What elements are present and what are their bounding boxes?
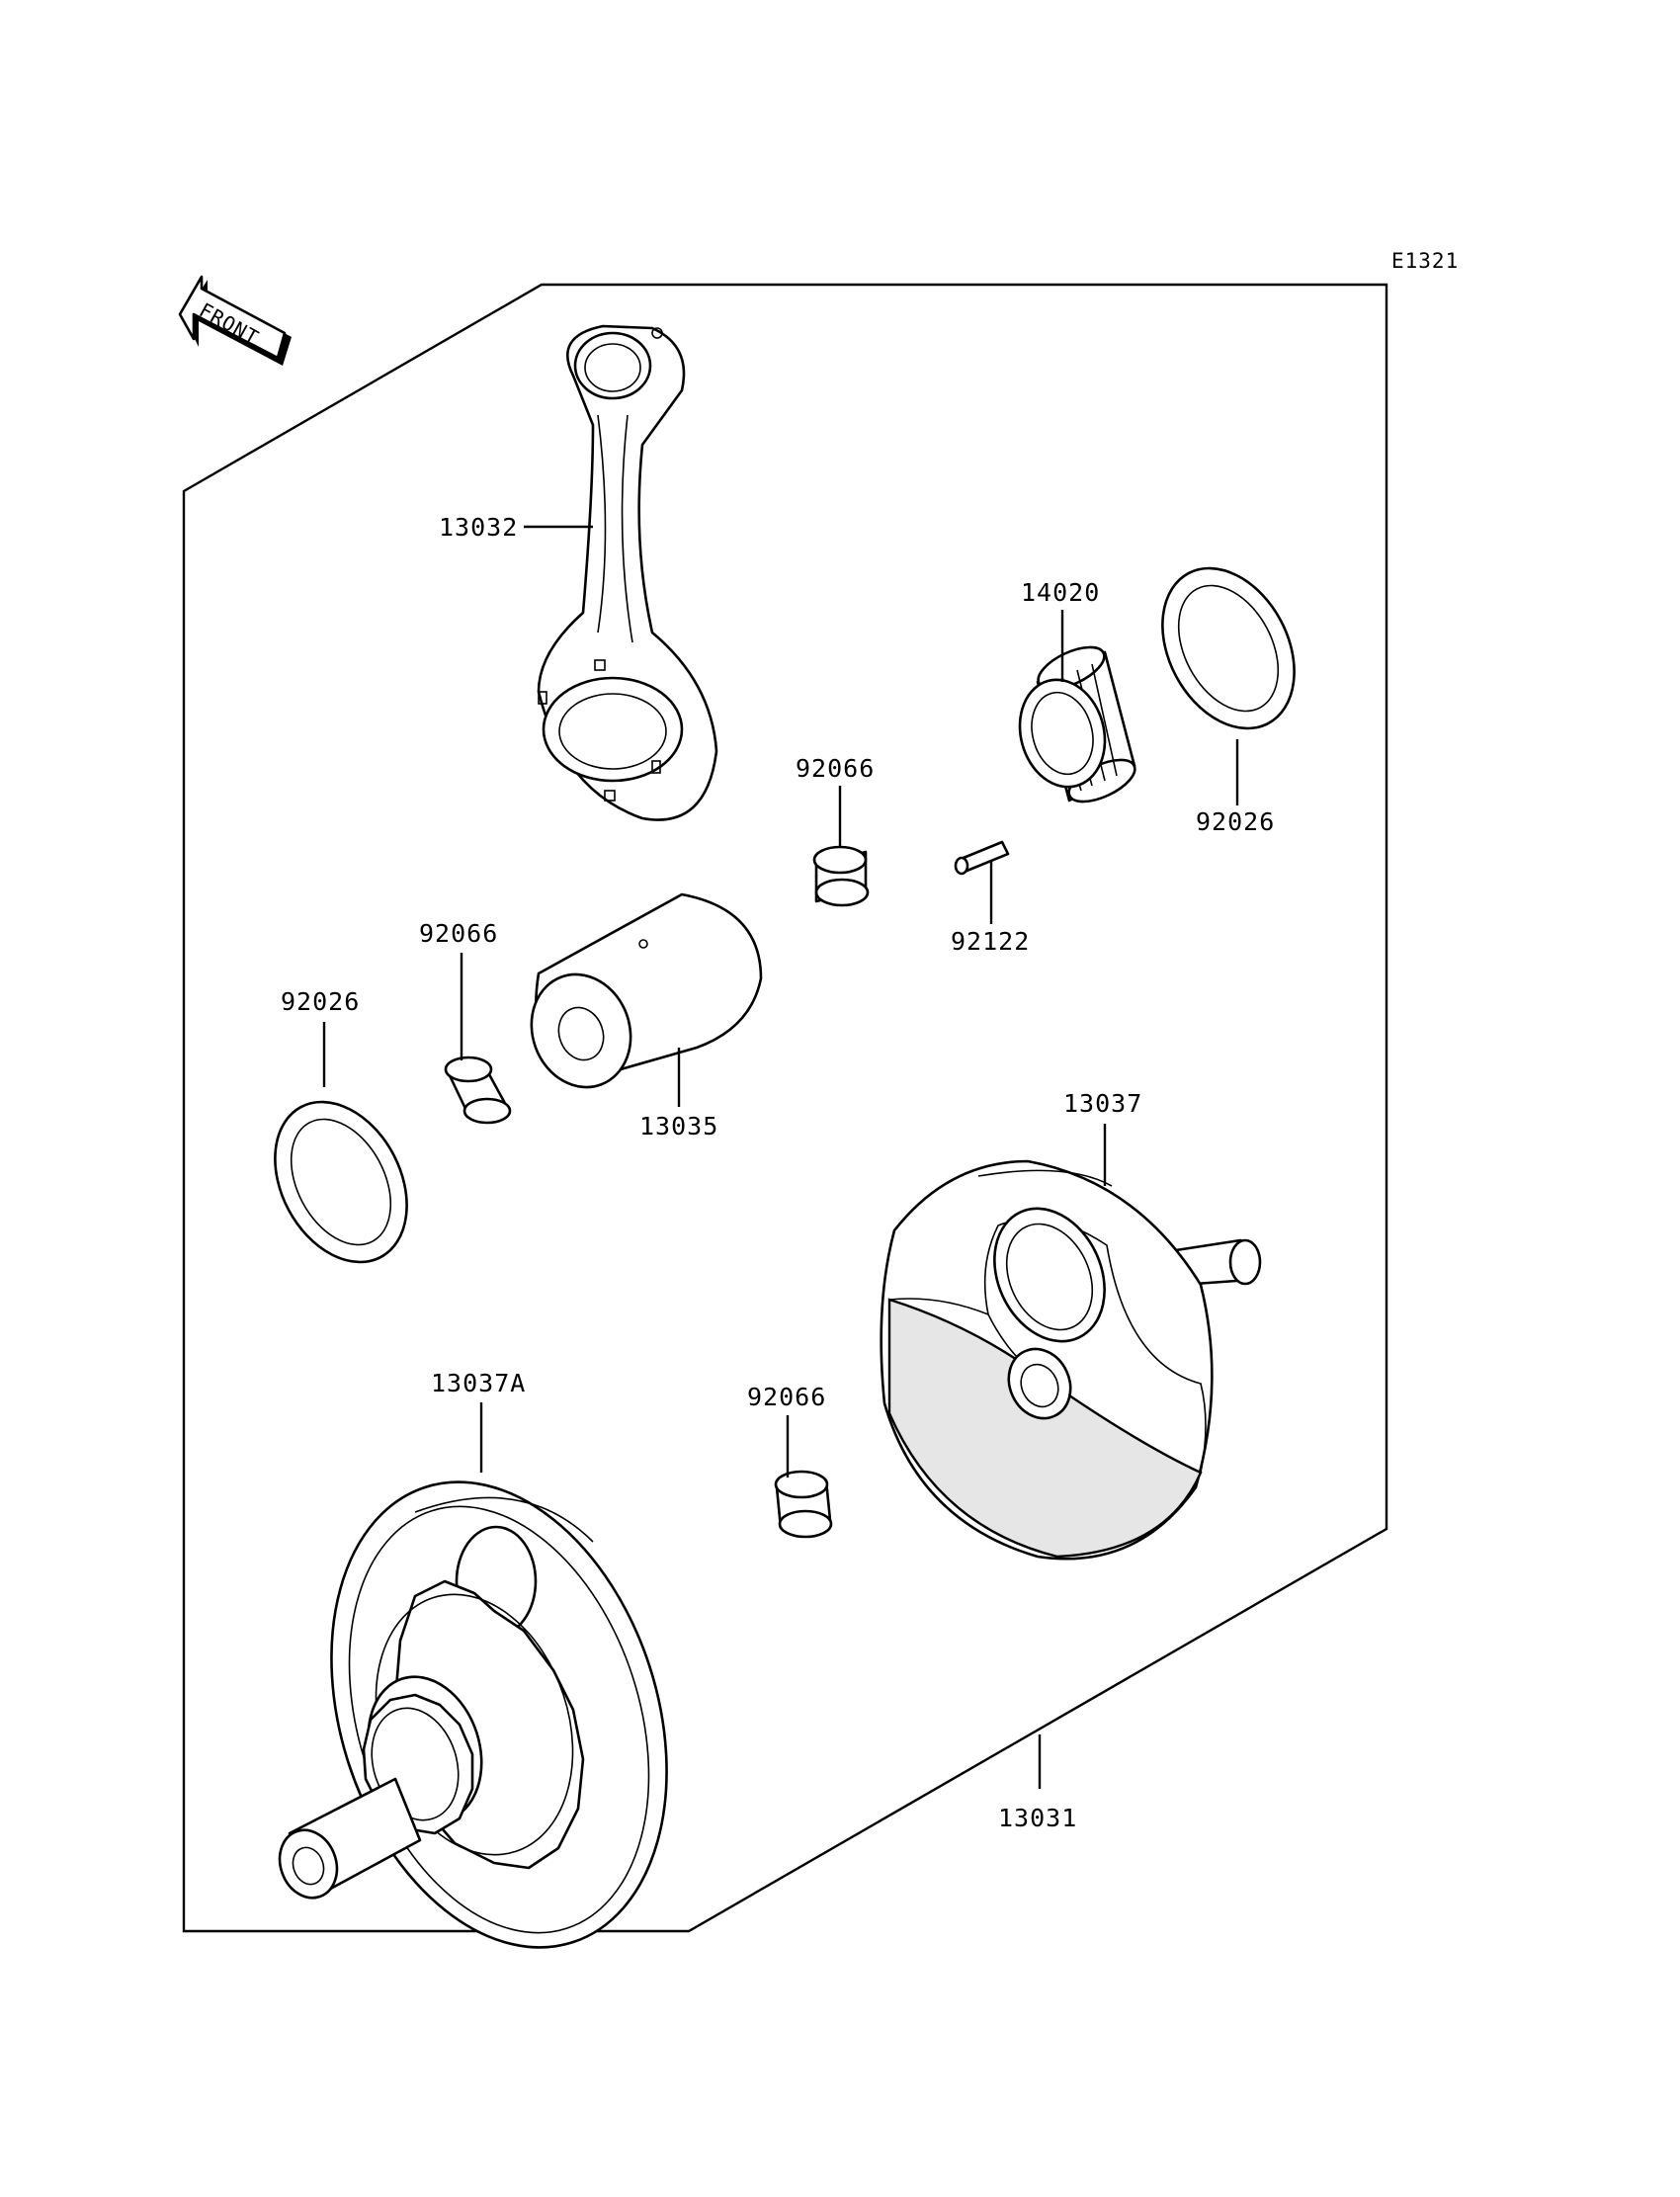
label-flywheel-right: 13037 xyxy=(1063,1089,1142,1118)
label-washer-left: 92026 xyxy=(281,987,360,1016)
kit-boundary xyxy=(182,283,1388,1933)
front-arrow-icon: FRONT xyxy=(178,275,292,366)
label-washer-right: 92026 xyxy=(1196,807,1275,836)
label-pin: 92122 xyxy=(951,927,1030,956)
label-conrod: 13032 xyxy=(439,513,518,542)
bush-bottom-part xyxy=(774,1470,833,1539)
label-bush-bottom: 92066 xyxy=(747,1383,826,1411)
crankpin-part xyxy=(530,892,763,1089)
thrust-washer-left-part xyxy=(274,1100,408,1264)
label-bush-top: 92066 xyxy=(796,754,875,783)
bush-left-part xyxy=(444,1056,512,1125)
needle-bearing-part xyxy=(1018,645,1136,803)
conrod-part xyxy=(537,324,718,821)
label-crankshaft-assy: 13031 xyxy=(998,1804,1077,1832)
label-bush-left: 92066 xyxy=(419,919,498,948)
flywheel-right-part xyxy=(880,1159,1262,1561)
diagram-code: E1321 xyxy=(1391,249,1459,273)
thrust-washer-right-part xyxy=(1161,566,1296,730)
small-pin-part xyxy=(954,840,1010,876)
bush-top-part xyxy=(812,845,870,907)
label-crankpin: 13035 xyxy=(639,1112,718,1141)
flywheel-left-part xyxy=(278,1480,668,1949)
label-flywheel-left: 13037A xyxy=(431,1369,526,1397)
label-bearing: 14020 xyxy=(1021,578,1100,607)
